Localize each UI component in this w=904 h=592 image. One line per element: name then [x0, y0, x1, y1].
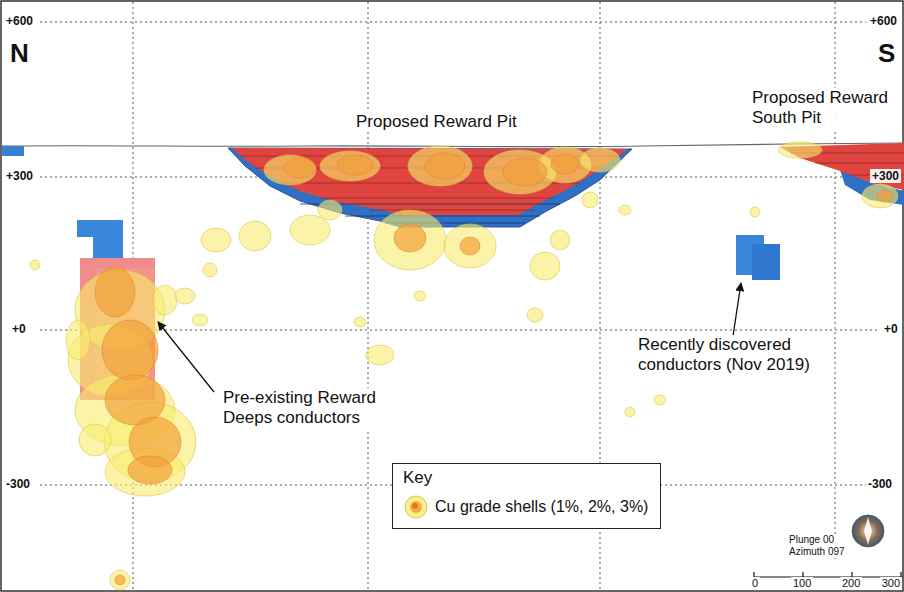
drawing-part: [102, 320, 158, 380]
drawing-part: [192, 314, 208, 326]
drawing-part: [862, 184, 898, 208]
drawing-part: [460, 237, 480, 255]
drawing-part: [290, 215, 330, 245]
drawing-part: [320, 198, 555, 199]
drawing-part: [77, 220, 123, 237]
pit-label: Proposed Reward Pit: [354, 112, 519, 132]
drawing-part: [733, 283, 741, 336]
drawing-part: [175, 288, 195, 304]
cu-grade-shells: [30, 142, 898, 590]
drawing-part: [95, 267, 135, 317]
legend-heading: Key: [403, 468, 648, 488]
drawing-part: [40, 22, 866, 23]
drawing-part: [625, 407, 635, 417]
drawing-part: [201, 228, 231, 252]
drawing-part: [370, 210, 535, 211]
drawing-part: [444, 224, 496, 268]
drawing-part: [66, 320, 90, 360]
drawing-part: [503, 158, 547, 186]
callout-text: Recently discovered conductors (Nov 2019…: [636, 335, 830, 376]
drawing-part: [158, 322, 214, 392]
drawing-part: [320, 151, 380, 181]
drawing-part: [203, 263, 217, 277]
drawing-part: [864, 517, 872, 545]
drawing-part: [580, 148, 620, 172]
drawing-part: [239, 221, 271, 251]
pit-label: Proposed Reward South Pit: [750, 88, 902, 129]
drawing-part: [551, 154, 579, 174]
drawing-part: [582, 192, 598, 208]
legend-swatch: [403, 494, 429, 520]
drawing-part: [835, 2, 836, 560]
compass-letter: N: [8, 38, 31, 69]
compass-icon: [852, 515, 884, 547]
drawing-part: [408, 146, 472, 186]
drawing-part: [619, 205, 631, 215]
scale-value: 300: [880, 577, 902, 590]
legend-box: Key Cu grade shells (1%, 2%, 3%): [392, 463, 661, 529]
drawing-part: [128, 456, 172, 484]
drawing-part: [264, 155, 316, 185]
callout-text: Pre-existing Reward Deeps conductors: [221, 388, 397, 429]
drawing-part: [40, 330, 880, 331]
drawing-part: [93, 236, 123, 258]
drawing-part: [654, 395, 666, 405]
drawing-part: [337, 155, 373, 175]
drawing-part: [527, 308, 543, 322]
drawing-part: [110, 570, 130, 590]
pit-edge: [2, 146, 24, 156]
drawing-part: [550, 230, 570, 250]
axis-value: -300: [866, 477, 894, 491]
axis-value: +300: [4, 169, 35, 183]
drawing-part: [345, 216, 540, 217]
drawing-part: [30, 260, 40, 270]
new-conductors: [736, 235, 780, 280]
drawing-part: [374, 210, 446, 270]
drawing-part: [530, 252, 560, 280]
note-text: Azimuth 097: [787, 546, 847, 558]
axis-value: +0: [882, 322, 900, 336]
drawing-part: [284, 158, 316, 178]
drawing-part: [366, 345, 394, 365]
axis-value: +600: [4, 14, 35, 28]
ground-surface: [2, 143, 904, 147]
compass-letter: S: [876, 38, 897, 69]
drawing-part: [394, 224, 426, 252]
axis-value: -300: [4, 477, 32, 491]
drawing-part: [752, 244, 780, 280]
drawing-part: [153, 285, 177, 315]
drawing-part: [79, 424, 111, 456]
drawing-part: [750, 207, 760, 217]
axis-value: +0: [10, 322, 28, 336]
legend-row: Cu grade shells (1%, 2%, 3%): [403, 494, 648, 520]
legend-text: Cu grade shells (1%, 2%, 3%): [435, 498, 648, 516]
drawing-part: [115, 575, 125, 585]
drawing-part: [368, 2, 369, 590]
scale-value: 0: [750, 577, 760, 590]
drawing-part: [815, 163, 904, 164]
axis-value: +300: [870, 169, 901, 183]
drawing-part: [877, 190, 893, 202]
drawing-part: [425, 153, 465, 179]
drawing-part: [852, 515, 884, 547]
note-text: Plunge 00: [787, 534, 836, 546]
drawing-part: [778, 142, 822, 158]
drawing-part: [318, 200, 342, 220]
scale-value: 100: [791, 577, 813, 590]
axis-value: +600: [868, 14, 899, 28]
drawing-part: [414, 291, 426, 301]
scale-value: 200: [840, 577, 862, 590]
drawing-part: [354, 317, 366, 327]
